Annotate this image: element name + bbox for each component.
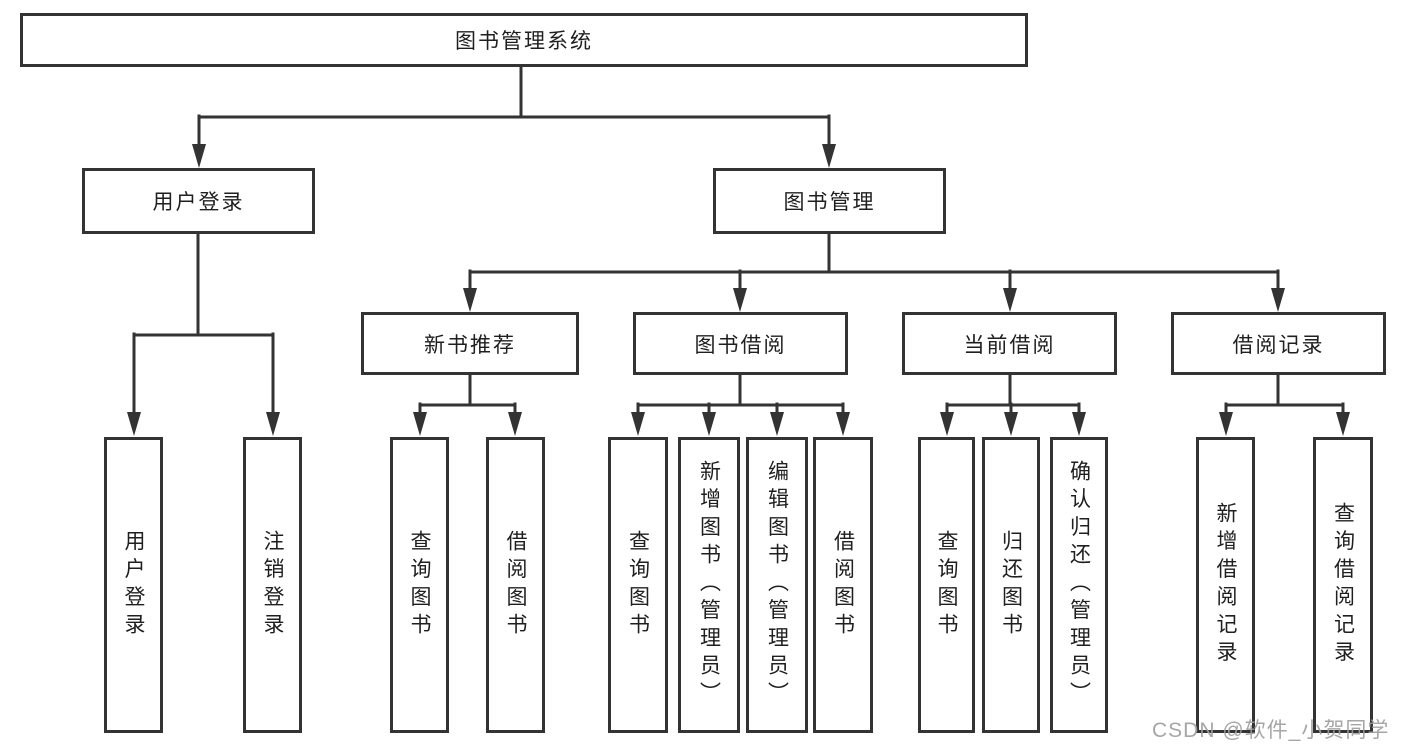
node-new-book-recommendation: 新书推荐: [361, 312, 579, 375]
leaf-label: 用户登录: [122, 529, 145, 641]
leaf-add-borrow-record: 新增借阅记录: [1196, 437, 1255, 733]
arrow-down-icon: [413, 412, 427, 436]
leaf-borrow-books-recommend: 借阅图书: [486, 437, 545, 733]
leaf-label: 编辑图书（管理员）: [765, 460, 789, 710]
arrow-down-icon: [631, 412, 645, 436]
node-label: 图书借阅: [694, 333, 787, 357]
arrow-down-icon: [1004, 412, 1018, 436]
arrow-down-icon: [702, 412, 716, 436]
leaf-edit-books-admin: 编辑图书（管理员）: [746, 437, 808, 733]
node-label: 图书管理: [783, 191, 876, 214]
leaf-label: 新增图书（管理员）: [697, 460, 721, 710]
arrow-down-icon: [940, 412, 954, 436]
arrow-down-icon: [1072, 412, 1086, 436]
leaf-label: 新增借阅记录: [1214, 501, 1237, 669]
leaf-logout-login: 注销登录: [243, 437, 302, 733]
node-book-management: 图书管理: [713, 168, 946, 234]
leaf-add-books-admin: 新增图书（管理员）: [678, 437, 740, 733]
arrow-down-icon: [463, 288, 477, 312]
node-user-login: 用户登录: [82, 168, 315, 234]
leaf-borrow-books: 借阅图书: [813, 437, 873, 733]
leaf-user-login: 用户登录: [104, 437, 163, 733]
leaf-query-borrow-record: 查询借阅记录: [1313, 437, 1373, 733]
leaf-label: 查询图书: [626, 529, 650, 641]
arrow-down-icon: [1003, 288, 1017, 312]
leaf-return-books: 归还图书: [982, 437, 1040, 733]
arrow-down-icon: [836, 412, 850, 436]
node-current-borrowing: 当前借阅: [902, 312, 1117, 375]
node-label: 用户登录: [152, 191, 245, 214]
csdn-watermark: CSDN @软件_小贺同学: [1152, 719, 1390, 742]
arrow-down-icon: [508, 412, 522, 436]
node-label: 新书推荐: [424, 333, 516, 357]
leaf-label: 借阅图书: [831, 529, 855, 641]
node-library-management-system: 图书管理系统: [20, 13, 1028, 67]
arrow-down-icon: [127, 412, 141, 436]
leaf-query-books-current: 查询图书: [918, 437, 975, 733]
leaf-label: 查询图书: [408, 529, 431, 641]
arrow-down-icon: [266, 412, 280, 436]
leaf-label: 查询借阅记录: [1331, 501, 1355, 669]
arrow-down-icon: [192, 144, 206, 168]
arrow-down-icon: [1219, 412, 1233, 436]
leaf-label: 确认归还（管理员）: [1067, 460, 1091, 710]
arrow-down-icon: [770, 412, 784, 436]
leaf-label: 注销登录: [261, 529, 284, 641]
node-book-borrowing: 图书借阅: [633, 312, 848, 375]
arrow-down-icon: [822, 144, 836, 168]
leaf-confirm-return-admin: 确认归还（管理员）: [1050, 437, 1108, 733]
node-label: 图书管理系统: [455, 30, 593, 53]
node-borrowing-records: 借阅记录: [1171, 312, 1386, 375]
arrow-down-icon: [1336, 412, 1350, 436]
arrow-down-icon: [1271, 288, 1285, 312]
node-label: 借阅记录: [1232, 333, 1325, 357]
arrow-down-icon: [733, 288, 747, 312]
leaf-label: 查询图书: [935, 529, 958, 641]
leaf-label: 归还图书: [999, 529, 1023, 641]
node-label: 当前借阅: [963, 333, 1056, 357]
leaf-label: 借阅图书: [504, 529, 527, 641]
leaf-query-books-borrowing: 查询图书: [608, 437, 668, 733]
leaf-query-books-recommend: 查询图书: [390, 437, 449, 733]
